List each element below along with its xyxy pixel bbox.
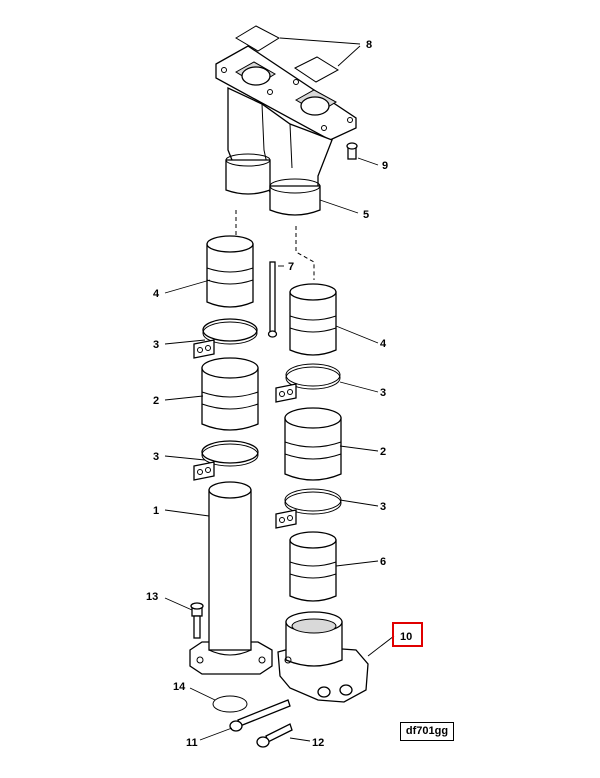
label-part-5: 5 xyxy=(363,209,369,221)
label-part-1: 1 xyxy=(153,505,159,517)
centre-line xyxy=(295,226,315,280)
part-labels: 8 9 5 7 4 4 3 3 2 2 3 3 1 6 13 14 11 12 … xyxy=(146,39,412,749)
label-part-2-left: 2 xyxy=(153,395,159,407)
hose-clamp-part-3-left-upper xyxy=(193,318,258,359)
pipe-connector-part-2-right xyxy=(284,407,342,481)
long-bolt-part-7 xyxy=(267,261,278,338)
label-part-3-right-lower: 3 xyxy=(380,501,386,513)
o-ring-part-14 xyxy=(212,695,248,713)
leader-lines xyxy=(164,37,395,742)
hose-clamp-part-3-left-lower xyxy=(193,440,259,481)
highlight-box-part-10 xyxy=(392,622,423,647)
label-part-10: 10 xyxy=(400,631,412,643)
hose-clamp-part-3-right-lower xyxy=(275,488,342,529)
pipe-sleeve-part-4-left xyxy=(206,235,254,308)
label-part-4-left: 4 xyxy=(153,288,160,300)
pipe-connector-part-2-left xyxy=(201,357,259,431)
manifold-part-5 xyxy=(215,45,357,216)
label-part-4-right: 4 xyxy=(380,338,387,350)
diagram-reference-code: df701gg xyxy=(400,722,454,741)
label-part-7: 7 xyxy=(288,261,294,273)
label-part-14: 14 xyxy=(173,681,186,693)
down-pipe-part-1 xyxy=(189,481,273,675)
bolt-part-13 xyxy=(190,602,204,639)
outlet-elbow-part-10 xyxy=(277,611,369,703)
gasket-part-8 xyxy=(235,25,339,83)
bolt-part-11 xyxy=(229,699,291,732)
bolt-part-12 xyxy=(256,723,293,748)
label-part-13: 13 xyxy=(146,591,158,603)
label-part-12: 12 xyxy=(312,737,324,749)
label-part-3-left-lower: 3 xyxy=(153,451,159,463)
label-part-3-right-upper: 3 xyxy=(380,387,386,399)
label-part-2-right: 2 xyxy=(380,446,386,458)
label-part-9: 9 xyxy=(382,160,388,172)
label-part-8: 8 xyxy=(366,39,372,51)
pipe-sleeve-part-4-right xyxy=(289,283,337,356)
pipe-sleeve-part-6 xyxy=(289,531,337,602)
label-part-3-left-upper: 3 xyxy=(153,339,159,351)
label-part-11: 11 xyxy=(186,737,198,749)
bolt-part-9 xyxy=(346,142,358,160)
hose-clamp-part-3-right-upper xyxy=(275,363,341,403)
label-part-6: 6 xyxy=(380,556,386,568)
